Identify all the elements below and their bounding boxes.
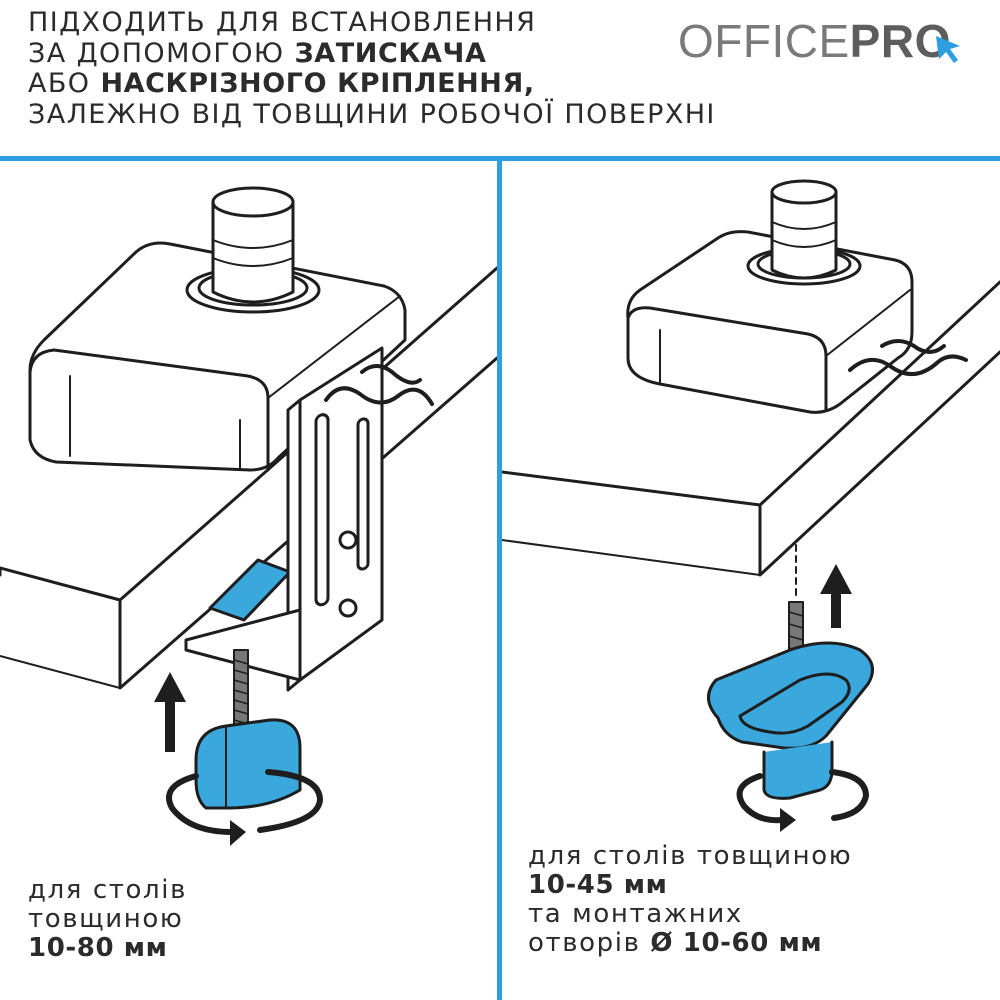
right-caption-line-4: отворів Ø 10-60 мм: [528, 929, 852, 958]
header-line-3-text: АБО: [28, 68, 101, 99]
logo-office: OFFICE: [678, 15, 850, 67]
header-text: ПІДХОДИТЬ ДЛЯ ВСТАНОВЛЕННЯ ЗА ДОПОМОГОЮ …: [28, 7, 748, 130]
header-line-4: ЗАЛЕЖНО ВІД ТОВЩИНИ РОБОЧОЇ ПОВЕРХНІ: [28, 98, 716, 130]
left-caption-line-2: товщиною: [28, 904, 184, 934]
left-caption-thickness: 10-80 мм: [28, 933, 168, 963]
left-caption-line-1: для столів: [28, 875, 188, 905]
logo-pro: PRO: [849, 15, 951, 67]
officepro-logo: OFFICEPRO: [678, 14, 978, 74]
vertical-divider: [497, 156, 502, 1000]
header-line-2: ЗА ДОПОМОГОЮ ЗАТИСКАЧА: [28, 37, 748, 70]
header-line-2-text: ЗА ДОПОМОГОЮ: [28, 37, 295, 69]
header-line-1: ПІДХОДИТЬ ДЛЯ ВСТАНОВЛЕННЯ: [28, 7, 537, 38]
header-through-mount-bold: НАСКРІЗНОГО КРІПЛЕННЯ,: [100, 68, 535, 99]
through-mount-illustration: [502, 179, 1000, 832]
right-caption-thickness: 10-45 мм: [528, 870, 668, 900]
cursor-arrow-icon: [936, 36, 960, 63]
header-line-3: АБО НАСКРІЗНОГО КРІПЛЕННЯ,: [28, 68, 748, 100]
right-caption-holes-text: отворів: [528, 928, 651, 958]
right-caption-line-1: для столів товщиною: [528, 841, 853, 871]
right-caption-diameter: Ø 10-60 мм: [650, 928, 823, 958]
left-caption: для столів товщиною 10-80 мм: [28, 876, 187, 963]
right-caption-line-3: та монтажних: [528, 899, 743, 929]
header-clamp-bold: ЗАТИСКАЧА: [294, 37, 487, 69]
clamp-mount-illustration: [0, 186, 497, 846]
right-caption: для столів товщиною 10-45 мм та монтажни…: [528, 842, 852, 958]
